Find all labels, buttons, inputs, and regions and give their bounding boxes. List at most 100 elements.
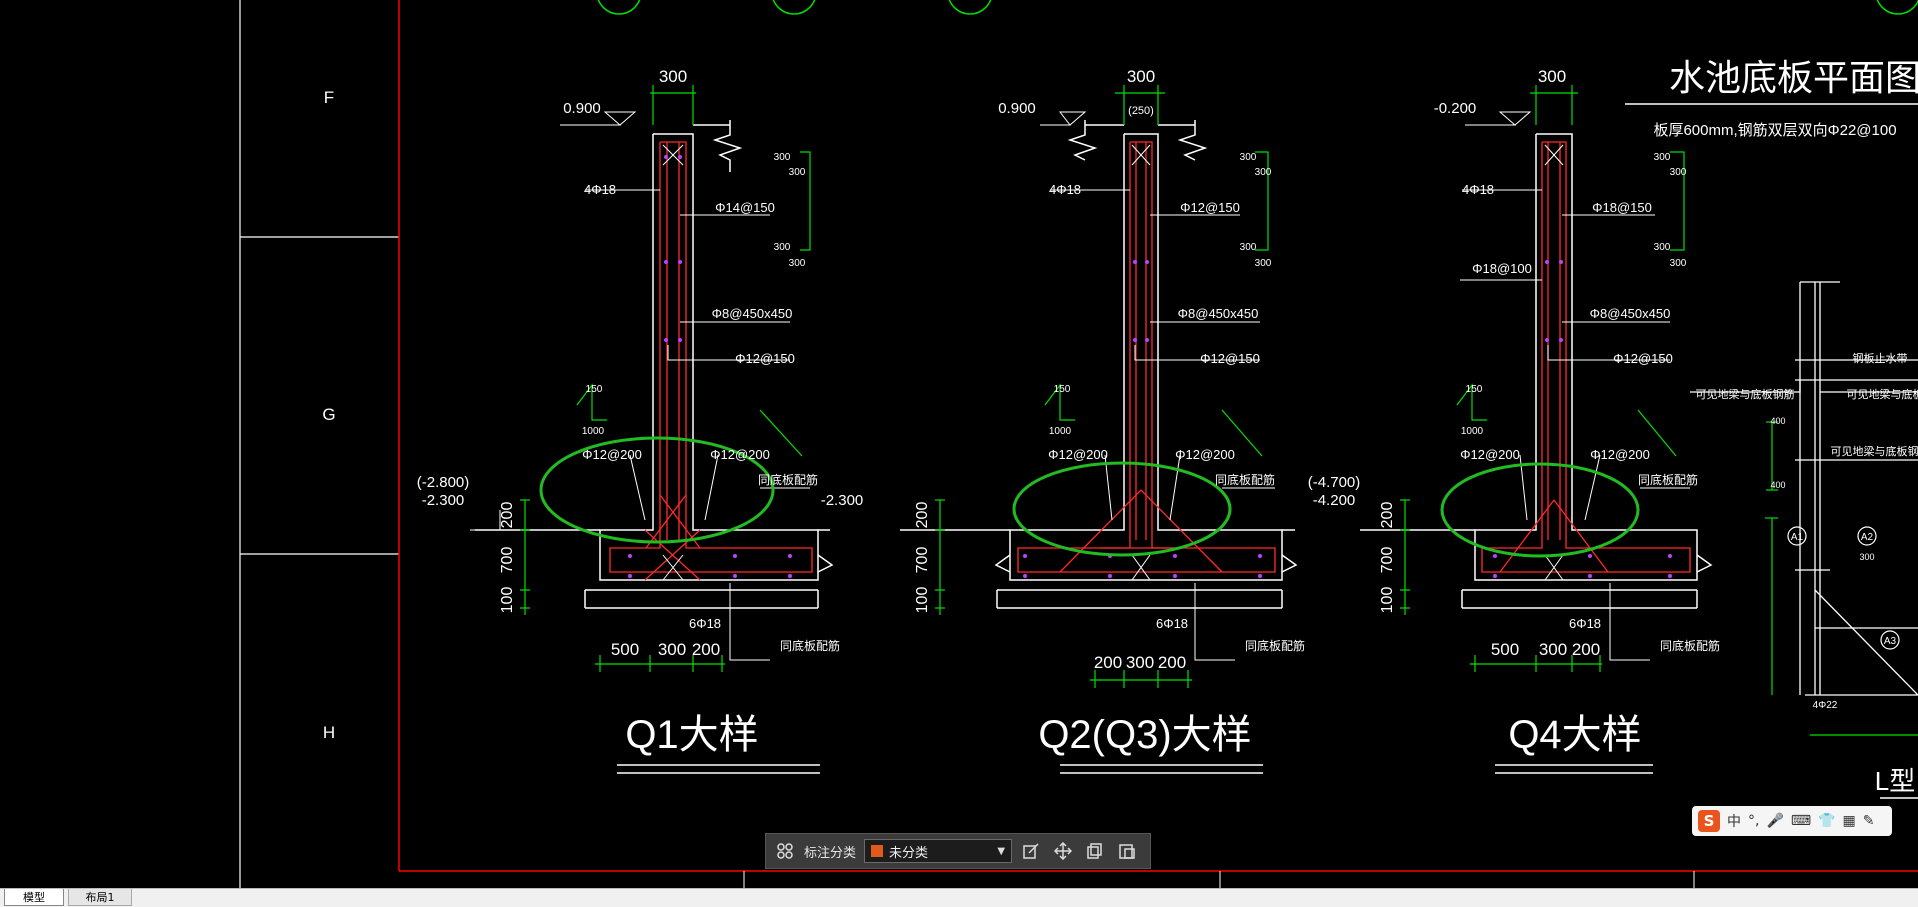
q1-dim-h: 500 xyxy=(611,640,639,659)
detail-q2: 300 (250) 0.900 4Φ18 Φ12@150 Φ8@450x450 … xyxy=(821,67,1305,773)
l-label: 可见地梁与底板 xyxy=(1847,387,1918,401)
q1-same-slab-2: 同底板配筋 xyxy=(780,638,840,653)
q4-dim-300: 300 xyxy=(1670,167,1687,178)
q2-dim-v: 700 xyxy=(914,547,931,574)
ime-mode-toggle[interactable]: 中 xyxy=(1727,811,1741,831)
grid-menu-icon[interactable] xyxy=(772,838,798,864)
q1-tie-bars: Φ8@450x450 xyxy=(712,306,793,321)
q1-same-slab: 同底板配筋 xyxy=(758,472,818,487)
q2-tie-bars: Φ8@450x450 xyxy=(1178,306,1259,321)
color-swatch xyxy=(871,845,883,857)
q2-dim-300: 300 xyxy=(1240,152,1257,163)
plan-title: 水池底板平面图 xyxy=(1669,57,1918,98)
keyboard-icon[interactable]: ⌨ xyxy=(1791,813,1811,829)
microphone-icon[interactable]: 🎤 xyxy=(1766,813,1783,829)
q4-extra-bars: Φ18@100 xyxy=(1472,261,1532,276)
q2-vert-bars: Φ12@150 xyxy=(1180,200,1240,215)
q2-same-slab-2: 同底板配筋 xyxy=(1245,638,1305,653)
q4-dim-300: 300 xyxy=(1654,152,1671,163)
q4-dim-h: 500 xyxy=(1491,640,1519,659)
q4-top-elev: -0.200 xyxy=(1434,100,1477,117)
detail-q4: 300 -0.200 4Φ18 Φ18@150 Φ18@100 Φ8@450x4… xyxy=(1308,67,1720,773)
column-bubbles xyxy=(597,0,1918,14)
q1-dim-300: 300 xyxy=(789,167,806,178)
q4-bottom-bars: 6Φ18 xyxy=(1569,616,1601,631)
q1-small-1000: 1000 xyxy=(582,426,605,437)
q1-dim-300: 300 xyxy=(774,242,791,253)
q4-dim-v: 700 xyxy=(1379,547,1396,574)
cad-drawing-canvas[interactable]: F G H 水池底板平面图 板厚600mm,钢筋双层双向Φ22@100 xyxy=(0,0,1918,888)
q4-corner-bars: 4Φ18 xyxy=(1462,182,1494,197)
category-label: 标注分类 xyxy=(804,842,856,861)
plan-note: 板厚600mm,钢筋双层双向Φ22@100 xyxy=(1653,121,1896,139)
move-icon[interactable] xyxy=(1050,838,1076,864)
category-dropdown[interactable]: 未分类 ▼ xyxy=(864,839,1012,863)
grid-row-label: G xyxy=(322,405,335,424)
detail-l-type-partial: A1 A2 A3 可见地梁与底板钢筋 可见地梁与底板 钢板止水带 可见地梁与底板… xyxy=(1690,282,1918,798)
q1-title: Q1大样 xyxy=(625,713,758,757)
q1-dim-v: 100 xyxy=(499,587,516,614)
q1-bot-elev-b: -2.300 xyxy=(422,492,465,509)
q1-dim-h: 200 xyxy=(692,640,720,659)
skin-icon[interactable]: 👕 xyxy=(1818,813,1835,829)
q1-corner-bars: 4Φ18 xyxy=(584,182,616,197)
q4-bot-elev-a: (-4.700) xyxy=(1308,474,1361,491)
q2-dim-h: 300 xyxy=(1126,653,1154,672)
q1-dim-300: 300 xyxy=(789,258,806,269)
q2-same-slab: 同底板配筋 xyxy=(1215,472,1275,487)
q4-horiz-bars: Φ12@150 xyxy=(1613,351,1673,366)
q4-small-150: 150 xyxy=(1466,384,1483,395)
q4-dim-v: 100 xyxy=(1379,587,1396,614)
ime-toolbar: S 中 °, 🎤 ⌨ 👕 ▦ ✎ xyxy=(1692,806,1892,836)
q2-dim-h: 200 xyxy=(1158,653,1186,672)
q1-bottom-bars: 6Φ18 xyxy=(689,616,721,631)
q4-haunch-r: Φ12@200 xyxy=(1590,447,1650,462)
q2-dim-h: 200 xyxy=(1094,653,1122,672)
q2-top-elev: 0.900 xyxy=(998,100,1036,117)
punctuation-icon[interactable]: °, xyxy=(1748,813,1759,829)
annotation-toolbar: 标注分类 未分类 ▼ xyxy=(765,833,1151,869)
q2-small-150: 150 xyxy=(1054,384,1071,395)
q2-dim-300: 300 xyxy=(1240,242,1257,253)
copy-icon[interactable] xyxy=(1082,838,1108,864)
q1-dim-300: 300 xyxy=(774,152,791,163)
q4-tie-bars: Φ8@450x450 xyxy=(1590,306,1671,321)
l-title: L型 xyxy=(1875,766,1915,796)
q4-same-slab: 同底板配筋 xyxy=(1638,472,1698,487)
q4-dim-v: 200 xyxy=(1379,502,1396,529)
axis-grid xyxy=(240,0,399,888)
q2-small-1000: 1000 xyxy=(1049,426,1072,437)
l-marker: A1 xyxy=(1791,532,1804,543)
q4-top-width: 300 xyxy=(1538,67,1566,86)
frame-ticks xyxy=(744,871,1694,888)
apps-icon[interactable]: ▦ xyxy=(1843,813,1856,829)
q1-top-elev: 0.900 xyxy=(563,100,601,117)
grid-row-label: F xyxy=(324,88,334,107)
tools-icon[interactable]: ✎ xyxy=(1863,813,1875,829)
tab-model[interactable]: 模型 xyxy=(4,889,64,906)
q4-dim-h: 200 xyxy=(1572,640,1600,659)
sogou-logo-icon[interactable]: S xyxy=(1698,810,1720,832)
l-label: 400 xyxy=(1770,416,1785,426)
chevron-down-icon: ▼ xyxy=(997,846,1005,857)
q2-horiz-bars: Φ12@150 xyxy=(1200,351,1260,366)
q4-dim-300: 300 xyxy=(1670,258,1687,269)
q2-top-width: 300 xyxy=(1127,67,1155,86)
q2-haunch-l: Φ12@200 xyxy=(1048,447,1108,462)
q1-top-width: 300 xyxy=(659,67,687,86)
q4-dim-300: 300 xyxy=(1654,242,1671,253)
highlight-ellipse xyxy=(1442,464,1638,556)
q1-dim-v: 700 xyxy=(499,547,516,574)
edit-icon[interactable] xyxy=(1018,838,1044,864)
q2-bottom-bars: 6Φ18 xyxy=(1156,616,1188,631)
q4-same-slab-2: 同底板配筋 xyxy=(1660,638,1720,653)
q1-bot-elev-a: (-2.800) xyxy=(417,474,470,491)
l-label: 4Φ22 xyxy=(1813,700,1838,711)
q2-dim-300: 300 xyxy=(1255,258,1272,269)
q1-dim-h: 300 xyxy=(658,640,686,659)
layout-tab-strip: 模型 布局1 xyxy=(0,888,1918,907)
tab-layout1[interactable]: 布局1 xyxy=(68,889,132,906)
paste-icon[interactable] xyxy=(1114,838,1140,864)
q4-vert-bars: Φ18@150 xyxy=(1592,200,1652,215)
l-marker: A3 xyxy=(1884,636,1897,647)
